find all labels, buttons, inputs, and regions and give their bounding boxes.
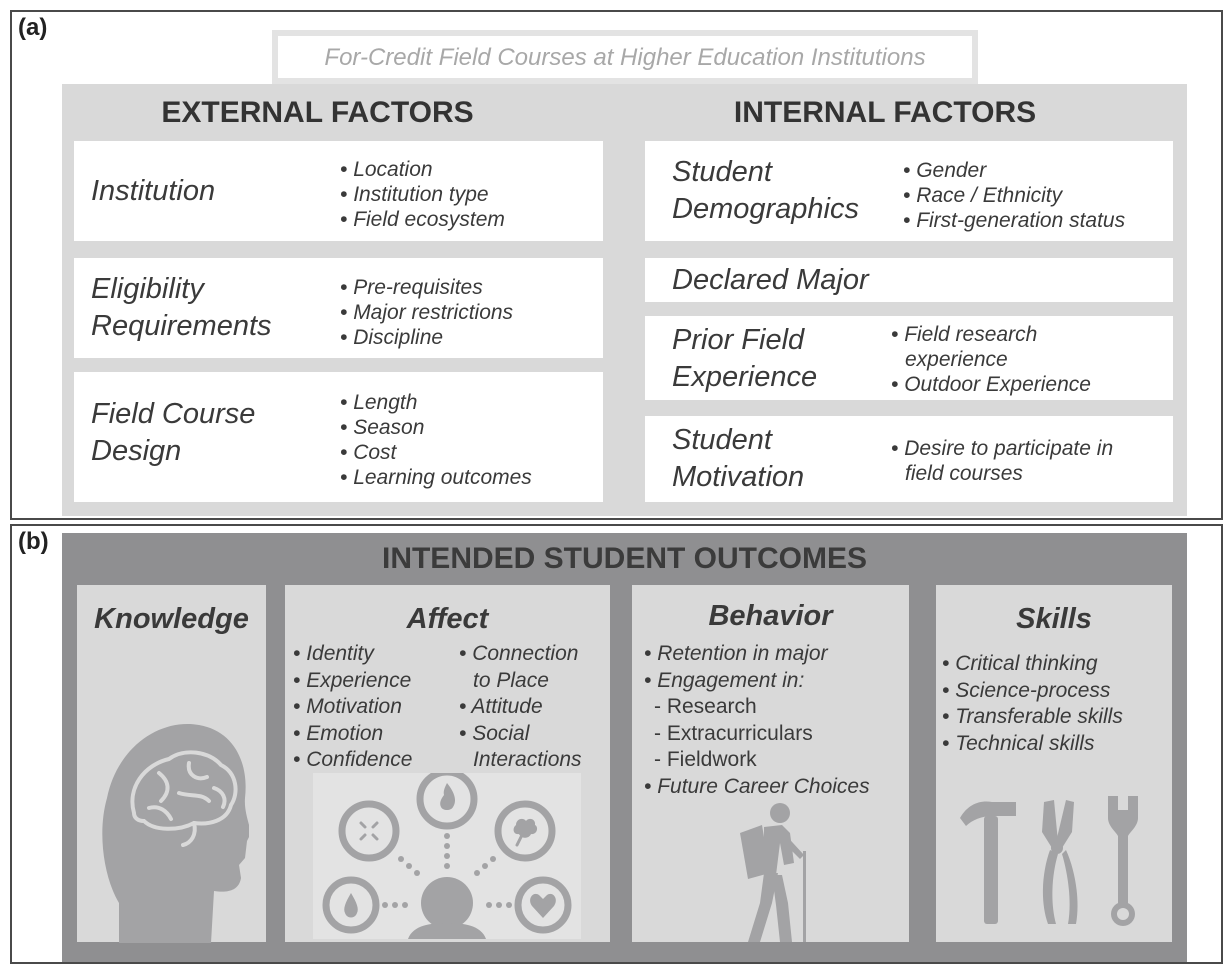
outcomes-heading: INTENDED STUDENT OUTCOMES (381, 542, 867, 575)
prior-experience-title: Prior Field Experience (672, 322, 817, 396)
eligibility-list: Pre-requisites Major restrictions Discip… (340, 275, 513, 350)
list-item: Outdoor Experience (891, 372, 1091, 397)
skills-list: Critical thinking Science-process Transf… (942, 651, 1123, 757)
demographics-title: Student Demographics (672, 154, 859, 228)
list-item: Gender (903, 158, 1125, 183)
list-item: Motivation (293, 694, 412, 721)
list-item: Engagement in: (644, 668, 870, 695)
prior-experience-box: Prior Field Experience Field research ex… (645, 316, 1173, 400)
list-item: experience (891, 347, 1091, 372)
list-subitem: Extracurriculars (644, 721, 870, 748)
skills-card: Skills Critical thinking Science-process… (936, 585, 1172, 942)
title-line: Prior Field (672, 324, 805, 356)
list-item: Emotion (293, 721, 412, 748)
list-item: Future Career Choices (644, 774, 869, 801)
course-design-list: Length Season Cost Learning outcomes (340, 390, 532, 490)
course-design-title: Field Course Design (91, 396, 255, 470)
title-line: Student (672, 156, 772, 188)
list-item: field courses (891, 461, 1113, 486)
knowledge-title: Knowledge (94, 603, 249, 635)
internal-factors-heading: INTERNAL FACTORS (733, 96, 1037, 129)
list-item: Science-process (942, 678, 1123, 705)
list-item: Season (340, 415, 532, 440)
list-item: Major restrictions (340, 300, 513, 325)
hiker-icon (740, 803, 806, 942)
list-item: Length (340, 390, 532, 415)
list-item: to Place (473, 668, 549, 692)
context-banner: For-Credit Field Courses at Higher Educa… (272, 30, 978, 84)
list-item-continuation: field courses (905, 462, 1023, 485)
institution-box: Institution Location Institution type Fi… (74, 141, 603, 241)
list-item: Field ecosystem (340, 207, 505, 232)
affect-card: Affect Identity Experience Motivation Em… (285, 585, 610, 942)
title-line: Motivation (672, 461, 805, 493)
behavior-card: Behavior Retention in major Engagement i… (632, 585, 909, 942)
affect-list-1: Identity Experience Motivation Emotion C… (293, 641, 412, 774)
list-item: Confidence (293, 747, 412, 774)
list-item: Field research (891, 322, 1091, 347)
motivation-title: Student Motivation (672, 422, 804, 496)
list-item: First-generation status (903, 208, 1125, 233)
course-design-box: Field Course Design Length Season Cost L… (74, 372, 603, 502)
behavior-list: Retention in major Engagement in: Resear… (644, 641, 870, 801)
emotions-icon (313, 773, 581, 939)
title-line: Design (91, 435, 182, 467)
tools-icon (960, 796, 1138, 926)
list-item: Technical skills (942, 731, 1123, 758)
list-item: Discipline (340, 325, 513, 350)
external-factors-heading: EXTERNAL FACTORS (161, 96, 474, 129)
list-item: Retention in major (644, 641, 870, 668)
list-item: Race / Ethnicity (903, 183, 1125, 208)
list-item: Critical thinking (942, 651, 1123, 678)
affect-title: Affect (406, 603, 489, 635)
title-line: Demographics (672, 193, 859, 225)
title-line: Experience (672, 361, 818, 393)
list-item: Attitude (459, 694, 582, 721)
list-item: Social (459, 721, 582, 748)
demographics-box: Student Demographics Gender Race / Ethni… (645, 141, 1173, 241)
affect-list-2: Connection to Place Attitude Social Inte… (459, 641, 582, 774)
behavior-title: Behavior (708, 600, 833, 632)
title-line: Requirements (91, 310, 272, 342)
list-item: Desire to participate in (891, 436, 1113, 461)
institution-list: Location Institution type Field ecosyste… (340, 157, 505, 232)
list-item: Identity (293, 641, 412, 668)
list-item: Location (340, 157, 505, 182)
declared-major-title: Declared Major (672, 264, 869, 296)
banner-text: For-Credit Field Courses at Higher Educa… (324, 44, 926, 71)
panel-b-label: (b) (18, 528, 49, 555)
list-item: Interactions (473, 748, 582, 771)
title-line: Field Course (91, 398, 256, 430)
institution-title: Institution (91, 175, 216, 207)
skills-title: Skills (1016, 603, 1092, 635)
list-item: Cost (340, 440, 532, 465)
list-subitem: Fieldwork (644, 747, 870, 774)
panel-a-label: (a) (18, 14, 48, 41)
declared-major-box: Declared Major (645, 258, 1173, 302)
motivation-list: Desire to participate in field courses (891, 436, 1113, 486)
panel-a-frame (10, 10, 1223, 520)
list-item: Pre-requisites (340, 275, 513, 300)
eligibility-box: Eligibility Requirements Pre-requisites … (74, 258, 603, 358)
title-line: Eligibility (91, 273, 204, 305)
list-item: Experience (293, 668, 412, 695)
list-item-continuation: experience (905, 348, 1008, 371)
motivation-box: Student Motivation Desire to participate… (645, 416, 1173, 502)
title-line: Student (672, 424, 772, 456)
demographics-list: Gender Race / Ethnicity First-generation… (903, 158, 1125, 233)
list-item: Connection (459, 641, 582, 668)
eligibility-title: Eligibility Requirements (91, 271, 272, 345)
prior-experience-list: Field research experience Outdoor Experi… (891, 322, 1091, 397)
list-item: Learning outcomes (340, 465, 532, 490)
knowledge-card: Knowledge (77, 585, 266, 943)
list-item: Transferable skills (942, 704, 1123, 731)
list-item: Institution type (340, 182, 505, 207)
list-subitem: Research (644, 694, 870, 721)
brain-head-icon (102, 724, 249, 943)
